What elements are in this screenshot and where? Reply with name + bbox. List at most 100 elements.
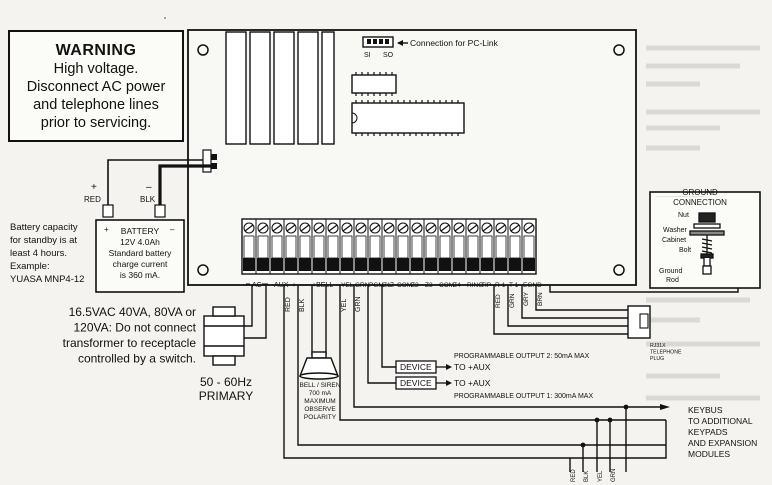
primary-line: 50 - 60Hz <box>200 375 252 389</box>
pc-link-label: Connection for PC-Link <box>410 38 499 48</box>
siren-line: POLARITY <box>304 414 337 421</box>
device-pgm2-label: DEVICE <box>400 362 432 372</box>
battery-capacity-line: Example: <box>10 261 50 272</box>
keybus-line: TO ADDITIONAL <box>688 416 753 426</box>
keybus-line: KEYBUS <box>688 405 723 415</box>
terminal-label-z4: Z4 <box>453 282 461 289</box>
siren-line: BELL / SIREN <box>300 382 341 389</box>
keybus-color-grn: GRN <box>611 469 617 482</box>
tel-wire-grn: GRN <box>509 293 516 308</box>
ac-wire-1 <box>244 285 253 327</box>
warning-line: prior to servicing. <box>40 115 152 131</box>
keybus-line: MODULES <box>688 449 730 459</box>
ground-part-label: Cabinet <box>662 237 686 244</box>
battery-plus: + <box>91 182 97 193</box>
ac-wire-2 <box>244 285 267 339</box>
ground-part-label: Ground <box>659 268 682 275</box>
ic-chip-processor <box>351 102 465 134</box>
terminal-label-ac: AC <box>252 282 262 289</box>
battery-blk-wire <box>158 164 211 205</box>
battery-blk-label: BLK <box>140 195 156 204</box>
keybus-line: KEYPADS <box>688 427 728 437</box>
warning-box: WARNING High voltage. Disconnect AC powe… <box>8 30 184 142</box>
terminal-mark-pgm2: 2 <box>390 282 394 289</box>
battery-capacity-line: YUASA MNP4-12 <box>10 274 84 285</box>
battery-spec-line: 12V 4.0Ah <box>120 237 160 247</box>
battery-box-minus: – <box>170 225 175 234</box>
mount-hole <box>613 44 625 56</box>
background-page-texture <box>646 45 760 401</box>
chip-pins <box>355 72 459 136</box>
tel-wire-gry: GRY <box>523 291 530 306</box>
ic-chip-small <box>351 74 397 94</box>
siren-icon <box>298 345 340 380</box>
heat-sinks <box>225 31 335 145</box>
ground-bolt-icon <box>689 212 725 275</box>
terminal-label-aux: AUX <box>274 282 289 289</box>
battery-minus: – <box>146 182 152 193</box>
ground-part-label: Bolt <box>679 247 691 254</box>
transformer-warning-line: 120VA: Do not connect <box>73 321 196 335</box>
terminal-label-com: COM <box>439 282 454 289</box>
transformer-warning-line: controlled by a switch. <box>78 352 196 366</box>
terminal-strip <box>241 218 537 275</box>
ground-title-line: CONNECTION <box>673 198 727 207</box>
terminal-label-pgm: PGM <box>369 282 384 289</box>
warning-title: WARNING <box>55 42 137 59</box>
terminal-label-z1: Z1 <box>383 282 391 289</box>
warning-line: and telephone lines <box>33 97 159 113</box>
battery-board-connector <box>202 149 217 173</box>
battery-spec-line: is 360 mA. <box>120 270 160 280</box>
battery-red-label: RED <box>84 195 101 204</box>
pc-link-connector <box>362 36 394 48</box>
keybus-drops <box>569 407 627 472</box>
pgm2-wire <box>381 285 396 368</box>
keybus-yel-wire <box>339 285 634 421</box>
keybus-color-blk: BLK <box>584 471 590 482</box>
terminal-label-grn: GRN <box>355 282 370 289</box>
terminal-mark-aux-plus: + <box>292 282 296 289</box>
terminal-label-tip: TIP <box>481 282 491 289</box>
battery-capacity-line: least 4 hours. <box>10 248 67 259</box>
terminal-label-t-1: T-1 <box>509 282 519 289</box>
terminal-label-z2: Z2 <box>411 282 419 289</box>
mount-hole <box>613 264 625 276</box>
terminal-label-ring: RING <box>467 282 483 289</box>
tel-wire-brn: BRN <box>537 292 544 306</box>
pc-link-pin-so: SO <box>383 52 394 59</box>
ground-part-label: Rod <box>666 277 679 284</box>
aux-red-wire <box>283 285 634 459</box>
device-pgm1-to: TO +AUX <box>454 378 491 388</box>
battery-red-wire <box>107 159 203 205</box>
ground-title-line: GROUND <box>682 188 718 197</box>
pgm1-wire <box>367 285 396 384</box>
wire-label-red: RED <box>285 297 292 312</box>
terminal-label-yel: YEL <box>341 282 354 289</box>
battery-capacity-line: Battery capacity <box>10 222 78 233</box>
warning-line: Disconnect AC power <box>26 79 166 95</box>
battery-spec-line: BATTERY <box>121 226 160 236</box>
telephone-plug-line: TELEPHONE <box>650 350 682 356</box>
terminal-label-r-1: R-1 <box>495 282 506 289</box>
terminal-label-z3: Z3 <box>425 282 433 289</box>
battery-spec-line: charge current <box>113 259 168 269</box>
mount-hole <box>197 264 209 276</box>
telephone-plug-line: PLUG <box>650 356 664 362</box>
aux-blk-wire <box>297 285 634 446</box>
keybus-color-yel: YEL <box>598 470 604 482</box>
battery-spec-line: Standard battery <box>109 248 173 258</box>
siren-line: MAXIMUM <box>304 398 335 405</box>
transformer-text: 16.5VAC 40VA, 80VA or 120VA: Do not conne… <box>63 305 197 366</box>
mount-hole <box>197 44 209 56</box>
battery-box <box>95 219 185 293</box>
terminal <box>521 218 537 275</box>
ground-part-label: Washer <box>663 227 688 234</box>
transformer-warning-line: 16.5VAC 40VA, 80VA or <box>69 305 196 319</box>
keybus-line: AND EXPANSION <box>688 438 757 448</box>
